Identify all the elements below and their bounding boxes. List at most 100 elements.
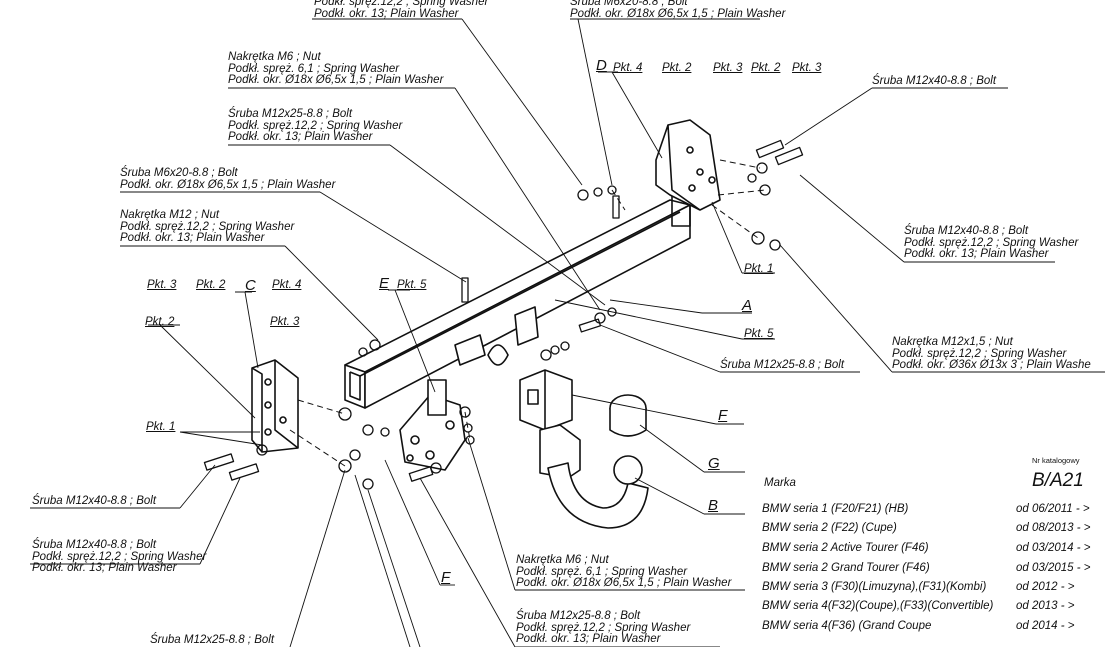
row-model: BMW seria 2 Active Tourer (F46) (762, 542, 929, 554)
callout-line: Śruba M12x40-8.8 ; Bolt (904, 225, 1029, 237)
table-row: BMW seria 4(F36) (Grand Coupe od 2014 - … (762, 620, 1105, 637)
row-date: od 06/2011 - > (1016, 503, 1090, 515)
pkt-3-right-a: Pkt. 3 (713, 62, 743, 74)
ref-letter-e: E (379, 275, 390, 292)
brand-caption: Marka (764, 477, 796, 489)
callout-nut-m6-lower: Nakrętka M6 ; Nut Podkł. spręż. 6,1 ; Sp… (516, 554, 732, 590)
left-bracket (251, 359, 299, 453)
right-bracket (655, 119, 721, 211)
ref-letter-f-left: F (441, 569, 451, 586)
callout-line: Podkł. okr. 13; Plain Washer (120, 232, 265, 244)
callout-line: Podkł. spręż. 6,1 ; Spring Washer (516, 565, 688, 578)
callout-line: Śruba M12x25-8.8 ; Bolt (720, 359, 845, 371)
table-row: BMW seria 1 (F20/F21) (HB) od 06/2011 - … (762, 503, 1105, 520)
table-row: BMW seria 3 (F30)(Limuzyna),(F31)(Kombi)… (762, 581, 1105, 598)
callout-bolt-m12x40-left-multi: Śruba M12x40-8.8 ; Bolt Podkł. spręż.12,… (32, 539, 207, 575)
center-plate (399, 306, 539, 471)
callout-line: Podkł. okr. 13; Plain Washer (314, 7, 459, 20)
pkt-4-right: Pkt. 4 (613, 62, 643, 74)
cross-beam (344, 195, 691, 409)
callout-line: Podkł. spręż.12,2 ; Spring Washer (32, 550, 207, 563)
pkt-2-right-b: Pkt. 2 (751, 62, 781, 74)
callout-line: Śruba M12x40-8.8 ; Bolt (32, 539, 157, 551)
callout-bolt-m12x40-right-mid: Śruba M12x40-8.8 ; Bolt Podkł. spręż.12,… (904, 225, 1079, 261)
row-model: BMW seria 2 Grand Tourer (F46) (762, 562, 930, 574)
callout-line: Podkł. okr. Ø18x Ø6,5x 1,5 ; Plain Washe… (120, 178, 336, 191)
pkt-4-left: Pkt. 4 (272, 279, 302, 291)
callout-line: Podkł. spręż.12,2 ; Spring Washer (904, 236, 1079, 249)
ref-letter-d: D (596, 57, 607, 74)
callout-line: Śruba M12x25-8.8 ; Bolt (228, 108, 353, 120)
callout-line: Podkł. spręż.12,2 ; Spring Washer (228, 119, 403, 132)
ref-letter-a: A (742, 297, 753, 314)
callout-nut-m6-upper: Nakrętka M6 ; Nut Podkł. spręż. 6,1 ; Sp… (228, 51, 444, 87)
row-date: od 03/2014 - > (1016, 542, 1091, 554)
table-row: BMW seria 2 (F22) (Cupe) od 08/2013 - > (762, 522, 1105, 539)
ref-letter-c: C (245, 277, 256, 294)
tow-ball-arm (539, 394, 649, 529)
callout-line: Podkł. spręż.12,2 ; Spring Washer (120, 220, 295, 233)
row-date: od 08/2013 - > (1016, 522, 1091, 534)
pkt-5-right: Pkt. 5 (744, 328, 774, 340)
pkt-5-center: Pkt. 5 (397, 279, 427, 291)
pkt-3-left-a: Pkt. 3 (147, 279, 177, 291)
ref-letter-b: B (708, 497, 719, 514)
row-model: BMW seria 4(F36) (Grand Coupe (762, 620, 932, 632)
callout-top-right-bolt-m6: Śruba M6x20-8.8 ; Bolt Podkł. okr. Ø18x … (570, 0, 785, 20)
table-row: BMW seria 2 Grand Tourer (F46) od 03/201… (762, 562, 1105, 579)
callout-line: Śruba M12x25-8.8 ; Bolt (516, 610, 641, 622)
callout-nut-m12-left: Nakrętka M12 ; Nut Podkł. spręż.12,2 ; S… (120, 209, 295, 245)
callout-line: Podkł. okr. Ø36x Ø13x 3 ; Plain Washe (892, 359, 1091, 371)
callout-top-left-washers: Podkł. spręż.12,2 ; Spring Washer Podkł.… (314, 0, 488, 20)
table-row: BMW seria 4(F32)(Coupe),(F33)(Convertibl… (762, 600, 1105, 617)
callout-line: Śruba M6x20-8.8 ; Bolt (570, 0, 688, 8)
callout-line: Podkł. okr. Ø18x Ø6,5x 1,5 ; Plain Washe… (228, 74, 444, 86)
callout-line: Śruba M12x40-8.8 ; Bolt (872, 75, 997, 87)
pkt-3-right-b: Pkt. 3 (792, 62, 822, 74)
callout-line: Podkł. okr. Ø18x Ø6,5x 1,5 ; Plain Washe… (516, 577, 732, 589)
row-model: BMW seria 4(F32)(Coupe),(F33)(Convertibl… (762, 600, 994, 612)
callout-bolt-m12x40-right-top: Śruba M12x40-8.8 ; Bolt (872, 75, 997, 88)
ref-letter-f-right: F (718, 407, 728, 424)
callout-line: Śruba M6x20-8.8 ; Bolt (120, 167, 238, 179)
callout-line: Podkł. okr. 13; Plain Washer (904, 248, 1049, 260)
callout-nut-m12x15-right: Nakrętka M12x1,5 ; Nut Podkł. spręż.12,2… (892, 336, 1091, 372)
ref-letter-g: G (708, 455, 720, 472)
callout-line: Podkł. okr. Ø18x Ø6,5x 1,5 ; Plain Washe… (570, 7, 786, 20)
fasteners (203, 139, 804, 490)
callout-bolt-m12x25-upper: Śruba M12x25-8.8 ; Bolt Podkł. spręż.12,… (228, 108, 403, 144)
callout-line: Śruba M12x40-8.8 ; Bolt (32, 495, 157, 507)
callout-bolt-m12x25-bottom: Śruba M12x25-8.8 ; Bolt (150, 634, 274, 647)
catalog-number: B/A21 (1032, 470, 1084, 491)
row-date: od 2014 - > (1016, 620, 1075, 632)
callout-line: Podkł. okr. 13; Plain Washer (516, 633, 661, 645)
row-model: BMW seria 2 (F22) (Cupe) (762, 522, 897, 534)
callout-line: Podkł. spręż.12,2 ; Spring Washer (314, 0, 489, 8)
pkt-2-left-a: Pkt. 2 (196, 279, 226, 291)
table-row: BMW seria 2 Active Tourer (F46) od 03/20… (762, 542, 1105, 559)
callout-line: Nakrętka M12 ; Nut (120, 209, 220, 221)
callout-line: Podkł. spręż.12,2 ; Spring Washer (516, 621, 691, 634)
pkt-3-left-b: Pkt. 3 (270, 316, 300, 328)
callout-line: Podkł. okr. 13; Plain Washer (32, 562, 177, 574)
pkt-2-right-a: Pkt. 2 (662, 62, 692, 74)
row-date: od 2012 - > (1016, 581, 1075, 593)
pkt-1-left: Pkt. 1 (146, 421, 176, 433)
row-date: od 2013 - > (1016, 600, 1075, 612)
row-date: od 03/2015 - > (1016, 562, 1091, 574)
callout-line: Podkł. okr. 13; Plain Washer (228, 131, 373, 143)
callout-bolt-m12x25-lower: Śruba M12x25-8.8 ; Bolt Podkł. spręż.12,… (516, 610, 691, 646)
pkt-2-left-b: Pkt. 2 (145, 316, 175, 328)
callout-bolt-m12x25-right: Śruba M12x25-8.8 ; Bolt (720, 359, 845, 372)
callout-line: Nakrętka M6 ; Nut (228, 51, 321, 63)
row-model: BMW seria 1 (F20/F21) (HB) (762, 503, 909, 515)
callout-line: Nakrętka M12x1,5 ; Nut (892, 336, 1013, 348)
callout-bolt-m6-left: Śruba M6x20-8.8 ; Bolt Podkł. okr. Ø18x … (120, 167, 336, 191)
callout-bolt-m12x40-left-single: Śruba M12x40-8.8 ; Bolt (32, 495, 157, 508)
socket-bracket (519, 369, 573, 431)
row-model: BMW seria 3 (F30)(Limuzyna),(F31)(Kombi) (762, 581, 987, 593)
pkt-1-right: Pkt. 1 (744, 263, 774, 275)
callout-line: Nakrętka M6 ; Nut (516, 554, 609, 566)
callout-line: Podkł. spręż. 6,1 ; Spring Washer (228, 62, 400, 75)
